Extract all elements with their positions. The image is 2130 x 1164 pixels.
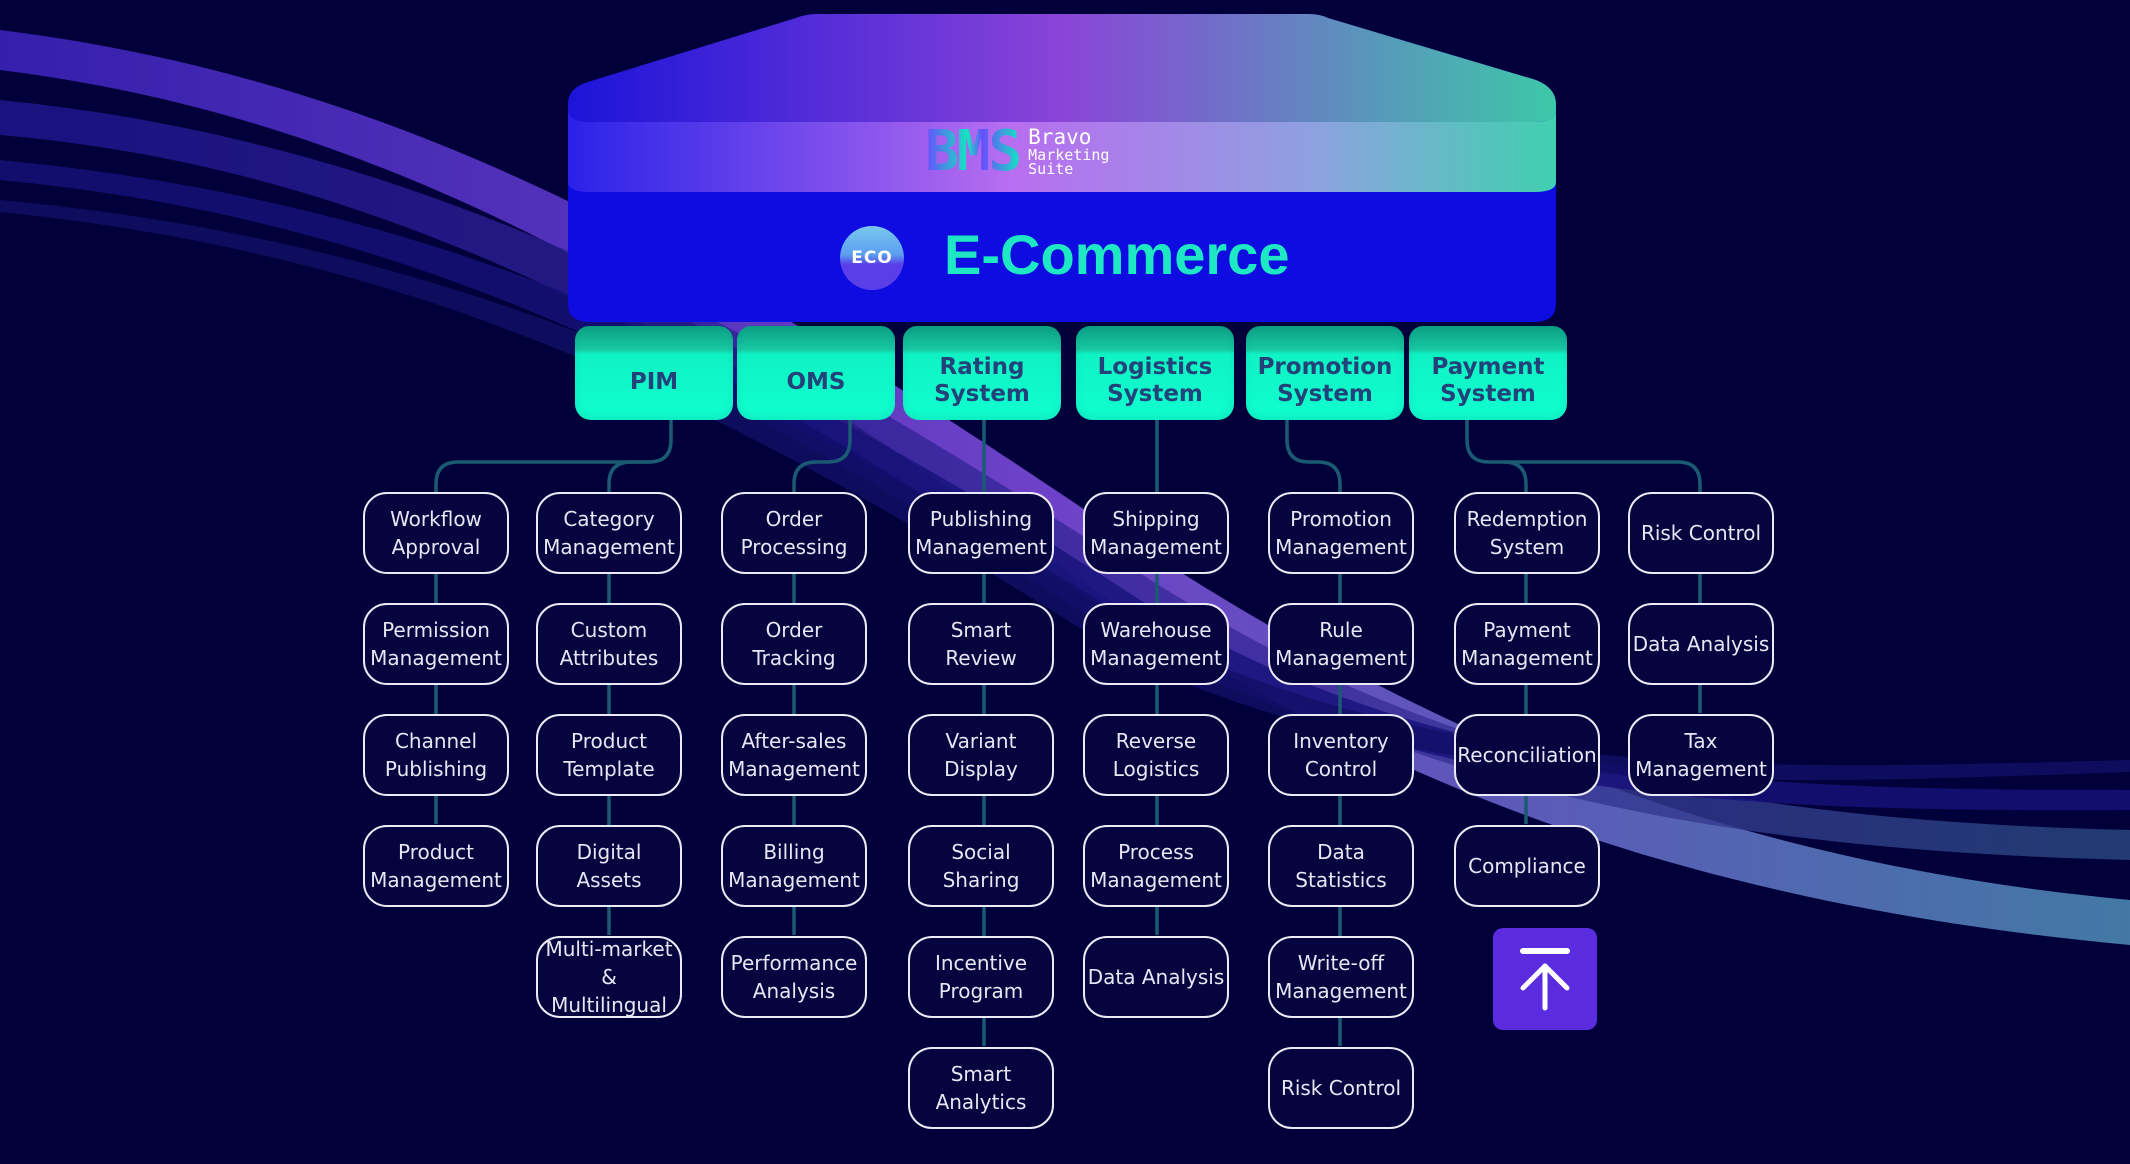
- node-category-management[interactable]: Category Management: [536, 492, 682, 574]
- node-write-off-management[interactable]: Write-off Management: [1268, 936, 1414, 1018]
- node-data-statistics[interactable]: Data Statistics: [1268, 825, 1414, 907]
- node-billing-management[interactable]: Billing Management: [721, 825, 867, 907]
- node-payment-data-analysis[interactable]: Data Analysis: [1628, 603, 1774, 685]
- node-smart-review[interactable]: Smart Review: [908, 603, 1054, 685]
- node-tax-management[interactable]: Tax Management: [1628, 714, 1774, 796]
- node-performance-analysis[interactable]: Performance Analysis: [721, 936, 867, 1018]
- node-promotion-risk-control[interactable]: Risk Control: [1268, 1047, 1414, 1129]
- back-to-top-button[interactable]: [1493, 928, 1597, 1030]
- node-warehouse-management[interactable]: Warehouse Management: [1083, 603, 1229, 685]
- module-payment-system[interactable]: Payment System: [1409, 326, 1567, 420]
- logo-mark: BMS: [925, 119, 1022, 184]
- node-payment-management[interactable]: Payment Management: [1454, 603, 1600, 685]
- node-payment-risk-control[interactable]: Risk Control: [1628, 492, 1774, 574]
- module-oms[interactable]: OMS: [737, 326, 895, 420]
- node-order-processing[interactable]: Order Processing: [721, 492, 867, 574]
- node-variant-display[interactable]: Variant Display: [908, 714, 1054, 796]
- node-digital-assets[interactable]: Digital Assets: [536, 825, 682, 907]
- node-inventory-control[interactable]: Inventory Control: [1268, 714, 1414, 796]
- node-permission-management[interactable]: Permission Management: [363, 603, 509, 685]
- node-rule-management[interactable]: Rule Management: [1268, 603, 1414, 685]
- node-multi-market-multilingual[interactable]: Multi-market & Multilingual: [536, 936, 682, 1018]
- node-workflow-approval[interactable]: Workflow Approval: [363, 492, 509, 574]
- node-incentive-program[interactable]: Incentive Program: [908, 936, 1054, 1018]
- node-logistics-data-analysis[interactable]: Data Analysis: [1083, 936, 1229, 1018]
- node-smart-analytics[interactable]: Smart Analytics: [908, 1047, 1054, 1129]
- node-product-template[interactable]: Product Template: [536, 714, 682, 796]
- node-compliance[interactable]: Compliance: [1454, 825, 1600, 907]
- node-social-sharing[interactable]: Social Sharing: [908, 825, 1054, 907]
- node-product-management[interactable]: Product Management: [363, 825, 509, 907]
- arrow-up-to-line-icon: [1520, 948, 1570, 1011]
- logo-wordmark: Bravo Marketing Suite: [1028, 124, 1110, 178]
- module-promotion-system[interactable]: Promotion System: [1246, 326, 1404, 420]
- node-process-management[interactable]: Process Management: [1083, 825, 1229, 907]
- ecommerce-platform-block: [568, 14, 1556, 322]
- node-channel-publishing[interactable]: Channel Publishing: [363, 714, 509, 796]
- node-reverse-logistics[interactable]: Reverse Logistics: [1083, 714, 1229, 796]
- node-custom-attributes[interactable]: Custom Attributes: [536, 603, 682, 685]
- node-after-sales-management[interactable]: After-sales Management: [721, 714, 867, 796]
- node-reconciliation[interactable]: Reconciliation: [1454, 714, 1600, 796]
- node-shipping-management[interactable]: Shipping Management: [1083, 492, 1229, 574]
- node-order-tracking[interactable]: Order Tracking: [721, 603, 867, 685]
- node-redemption-system[interactable]: Redemption System: [1454, 492, 1600, 574]
- module-rating-system[interactable]: Rating System: [903, 326, 1061, 420]
- bms-logo: BMS Bravo Marketing Suite: [925, 124, 1109, 180]
- module-pim[interactable]: PIM: [575, 326, 733, 420]
- page-title: E-Commerce: [944, 223, 1290, 286]
- node-promotion-management[interactable]: Promotion Management: [1268, 492, 1414, 574]
- eco-badge-icon: ECO: [840, 226, 904, 290]
- module-logistics-system[interactable]: Logistics System: [1076, 326, 1234, 420]
- node-publishing-management[interactable]: Publishing Management: [908, 492, 1054, 574]
